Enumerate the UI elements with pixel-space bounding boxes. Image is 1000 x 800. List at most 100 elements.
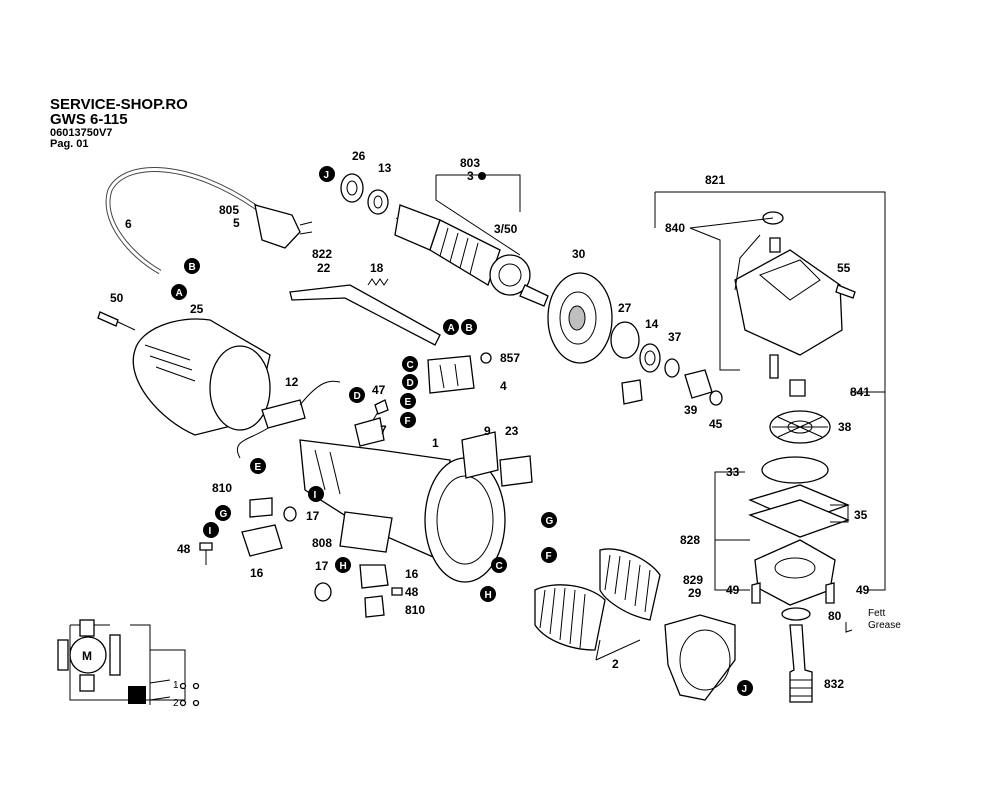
- label-808: [339, 511, 393, 553]
- label-17-lower: 17: [315, 559, 329, 573]
- label-29: 29: [688, 586, 702, 600]
- label-48-lower: 48: [405, 585, 419, 599]
- screw-49-right: [825, 582, 835, 604]
- svg-text:F: F: [405, 416, 411, 427]
- drawing-header: SERVICE-SHOP.RO GWS 6-115 06013750V7 Pag…: [50, 97, 188, 150]
- callout-a-cord: A: [171, 284, 187, 300]
- flange-828: [754, 539, 836, 606]
- ring-33: [761, 456, 829, 484]
- callout-c-coil: C: [491, 557, 507, 573]
- power-cord: [105, 167, 313, 275]
- svg-text:E: E: [255, 462, 262, 473]
- label-25: 25: [190, 302, 204, 316]
- label-808: 808: [312, 536, 332, 550]
- label-7: 7: [380, 423, 387, 437]
- leader-lines: [435, 174, 886, 661]
- label-832: 832: [824, 677, 844, 691]
- label-26: 26: [352, 149, 366, 163]
- label-27: 27: [618, 301, 632, 315]
- svg-text:G: G: [546, 516, 554, 527]
- holder-822: [289, 284, 441, 346]
- callout-b-cord: B: [184, 258, 200, 274]
- washer-37: [664, 358, 680, 378]
- housing-25: [132, 318, 271, 436]
- brush-810-lower: [364, 595, 385, 618]
- callout-g-coil: G: [541, 512, 557, 528]
- bearing-14: [639, 343, 661, 373]
- label-37: 37: [668, 330, 682, 344]
- ring-80: [781, 607, 811, 621]
- ring-45: [709, 390, 723, 406]
- label-13: 13: [378, 161, 392, 175]
- label-45: 45: [709, 417, 723, 431]
- grease-symbol: [845, 622, 853, 633]
- guard-829: [664, 614, 736, 701]
- brush-810-upper: [249, 497, 273, 518]
- brush-holder-16-lower: [359, 564, 389, 589]
- callout-j-upper: J: [319, 166, 335, 182]
- label-2: 2: [612, 657, 619, 671]
- label-14: 14: [645, 317, 659, 331]
- callout-j-guard: J: [737, 680, 753, 696]
- callout-e-capacitor: E: [250, 458, 266, 474]
- switch-contact-1: 1: [173, 680, 179, 691]
- label-5: 5: [233, 216, 240, 230]
- screw-857: [480, 352, 492, 364]
- svg-text:D: D: [354, 391, 361, 402]
- flange-30: [547, 272, 613, 364]
- part-code: 06013750V7: [50, 127, 113, 139]
- callout-g-brush: G: [215, 505, 231, 521]
- page-number: Pag. 01: [50, 138, 89, 150]
- callout-i-housing: I: [308, 486, 324, 502]
- callout-i-brush: I: [203, 522, 219, 538]
- label-810-lower: 810: [405, 603, 425, 617]
- callout-h-coil: H: [480, 586, 496, 602]
- svg-text:I: I: [314, 490, 317, 501]
- label-805: 805: [219, 203, 239, 217]
- switch-4: [427, 355, 475, 394]
- svg-text:G: G: [220, 509, 228, 520]
- clamp-7: [354, 417, 385, 447]
- gear-38: [769, 410, 831, 444]
- label-4: 4: [500, 379, 507, 393]
- field-coil-lower: [534, 584, 606, 651]
- spindle-832: [789, 624, 813, 703]
- part-labels: 6 805 5 26 13 803 3 3/50 822 22 18 30 82…: [110, 149, 901, 691]
- bearing-26: [340, 173, 364, 203]
- svg-text:H: H: [485, 590, 492, 601]
- pinion-39: [684, 369, 713, 399]
- label-23: 23: [505, 424, 519, 438]
- label-38: 38: [838, 420, 852, 434]
- label-3: 3: [467, 169, 474, 183]
- svg-text:D: D: [407, 378, 414, 389]
- label-grease: Grease: [868, 620, 901, 631]
- label-47: 47: [372, 383, 386, 397]
- switch-contact-2: 2: [173, 698, 179, 709]
- label-840: 840: [665, 221, 685, 235]
- callouts: J B A A B C D E F D E I G I H G F C H J: [171, 166, 753, 696]
- callout-f-coil: F: [541, 547, 557, 563]
- label-16-lower: 16: [405, 567, 419, 581]
- label-39: 39: [684, 403, 698, 417]
- label-30: 30: [572, 247, 586, 261]
- ring-27: [610, 321, 640, 359]
- svg-text:I: I: [209, 526, 212, 537]
- spring-18: [367, 278, 389, 286]
- capacitor-symbol: [128, 686, 146, 704]
- svg-text:H: H: [340, 561, 347, 572]
- label-821: 821: [705, 173, 725, 187]
- callout-h-brush: H: [335, 557, 351, 573]
- model-name: GWS 6-115: [50, 111, 128, 128]
- motor-housing-1: [299, 439, 506, 583]
- svg-text:J: J: [742, 684, 748, 695]
- motor-symbol: M: [82, 649, 92, 663]
- label-18: 18: [370, 261, 384, 275]
- svg-text:A: A: [176, 288, 183, 299]
- svg-text:B: B: [466, 323, 473, 334]
- label-810-upper: 810: [212, 481, 232, 495]
- callout-a-switch: A: [443, 319, 459, 335]
- pin-841: [769, 354, 806, 397]
- svg-text:C: C: [496, 561, 503, 572]
- label-12: 12: [285, 375, 299, 389]
- armature-803: [394, 204, 549, 307]
